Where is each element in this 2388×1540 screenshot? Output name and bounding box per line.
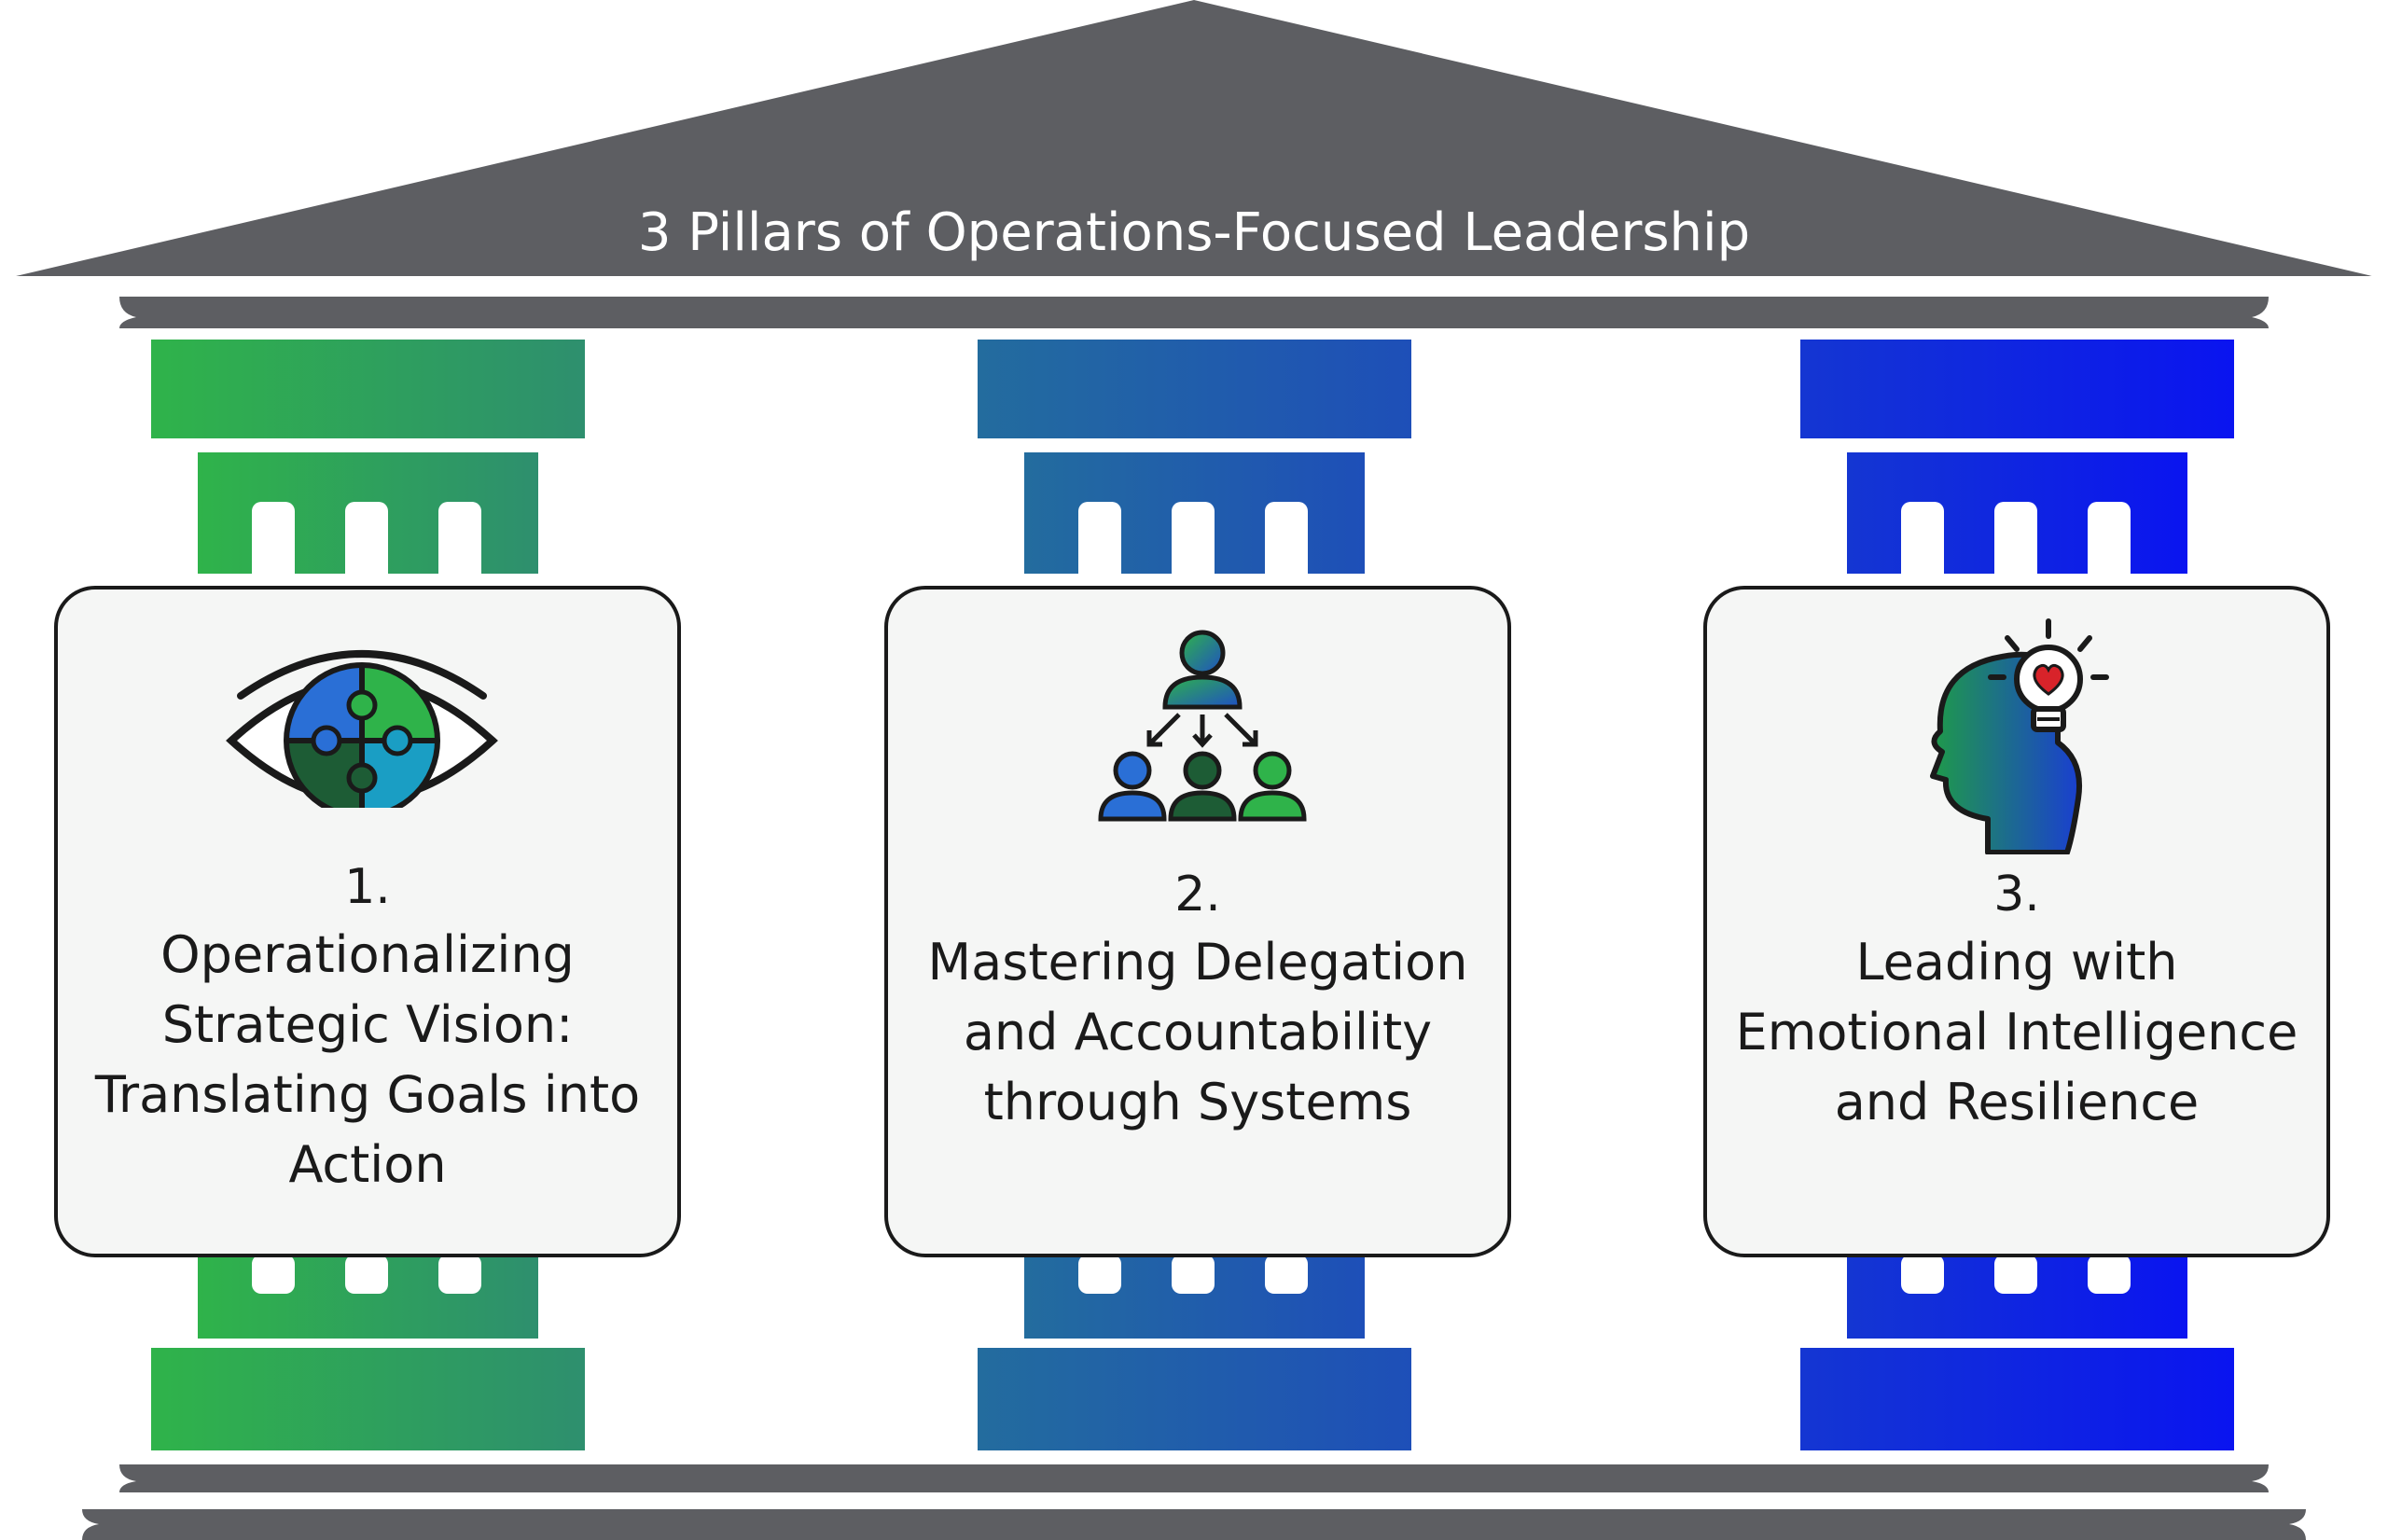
- pillar-number: 3.: [1993, 867, 2040, 923]
- pillar-number: 1.: [344, 859, 391, 915]
- base-step-lower: [82, 1509, 2306, 1540]
- pillar-card-3: 3. Leading with Emotional Intelligence a…: [1703, 586, 2330, 1257]
- pillar-title-line: Leading with: [1855, 933, 2178, 992]
- base-step-upper: [119, 1464, 2269, 1492]
- pillar-card-2: 2. Mastering Delegation and Accountabili…: [884, 586, 1511, 1257]
- pillar-title-line: Action: [288, 1135, 447, 1194]
- pillar-title-line: and Resilience: [1834, 1073, 2200, 1131]
- pillar-title-line: through Systems: [983, 1073, 1412, 1131]
- pillar-2: [978, 340, 1411, 1450]
- pillar-3: [1800, 340, 2234, 1450]
- head-lightbulb-heart-icon: [1930, 618, 2109, 854]
- pillar-title-line: Translating Goals into: [94, 1065, 641, 1124]
- eye-puzzle-icon: [226, 650, 498, 808]
- pillar-number: 2.: [1174, 867, 1221, 923]
- pillar-title-line: and Accountability: [963, 1003, 1433, 1061]
- pillar-card-1: 1. Operationalizing Strategic Vision: Tr…: [54, 586, 681, 1257]
- pillar-title-line: Strategic Vision:: [161, 995, 574, 1054]
- delegation-people-icon: [1098, 630, 1307, 822]
- diagram-title: 3 Pillars of Operations-Focused Leadersh…: [637, 202, 1751, 263]
- entablature-beam: [119, 297, 2269, 328]
- pillar-title-line: Operationalizing: [160, 925, 575, 984]
- pillar-title-line: Mastering Delegation: [927, 933, 1468, 992]
- roof-gap-line: [0, 276, 2388, 284]
- pillar-title-line: Emotional Intelligence: [1735, 1003, 2298, 1061]
- roof-pediment: [0, 0, 2388, 280]
